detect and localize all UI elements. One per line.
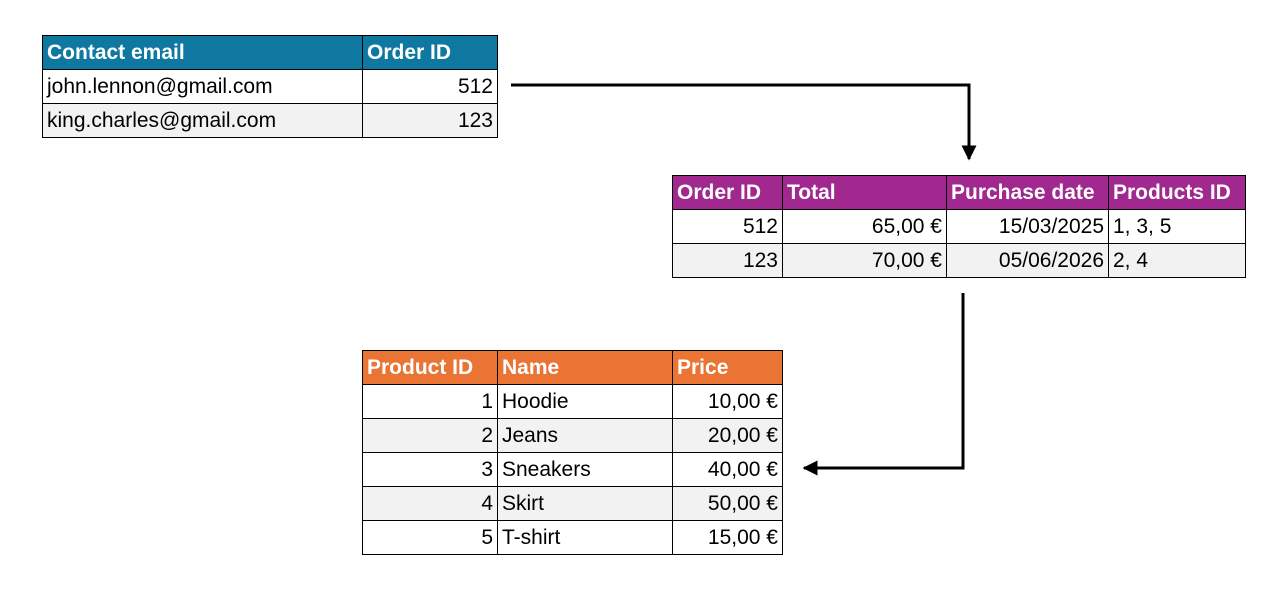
- contacts-header-email: Contact email: [42, 35, 363, 70]
- orders-header-products-id: Products ID: [1108, 175, 1246, 210]
- orders-header-purchase-date: Purchase date: [946, 175, 1109, 210]
- product-price-cell: 15,00 €: [672, 520, 783, 555]
- product-name-cell: T-shirt: [497, 520, 673, 555]
- contact-email-cell: king.charles@gmail.com: [42, 103, 363, 138]
- order-date-cell: 05/06/2026: [946, 243, 1109, 278]
- products-header-price: Price: [672, 350, 783, 385]
- table-row: king.charles@gmail.com 123: [42, 103, 498, 138]
- product-price-cell: 20,00 €: [672, 418, 783, 453]
- table-row: 4 Skirt 50,00 €: [362, 486, 783, 521]
- product-name-cell: Jeans: [497, 418, 673, 453]
- order-total-cell: 65,00 €: [782, 209, 947, 244]
- arrow-contacts-to-orders: [511, 83, 977, 161]
- products-table: Product ID Name Price 1 Hoodie 10,00 € 2…: [362, 350, 783, 555]
- contact-email-cell: john.lennon@gmail.com: [42, 69, 363, 104]
- orders-header-order-id: Order ID: [672, 175, 783, 210]
- contacts-header-order-id: Order ID: [362, 35, 498, 70]
- orders-table: Order ID Total Purchase date Products ID…: [672, 175, 1246, 278]
- table-row: 512 65,00 € 15/03/2025 1, 3, 5: [672, 209, 1246, 244]
- orders-header-row: Order ID Total Purchase date Products ID: [672, 175, 1246, 210]
- order-products-cell: 2, 4: [1108, 243, 1246, 278]
- contacts-table: Contact email Order ID john.lennon@gmail…: [42, 35, 498, 138]
- product-price-cell: 10,00 €: [672, 384, 783, 419]
- products-header-name: Name: [497, 350, 673, 385]
- table-row: 3 Sneakers 40,00 €: [362, 452, 783, 487]
- order-id-cell: 123: [672, 243, 783, 278]
- contacts-header-row: Contact email Order ID: [42, 35, 498, 70]
- product-name-cell: Skirt: [497, 486, 673, 521]
- table-row: 2 Jeans 20,00 €: [362, 418, 783, 453]
- table-row: 5 T-shirt 15,00 €: [362, 520, 783, 555]
- order-id-cell: 512: [672, 209, 783, 244]
- product-id-cell: 2: [362, 418, 498, 453]
- order-date-cell: 15/03/2025: [946, 209, 1109, 244]
- orders-header-total: Total: [782, 175, 947, 210]
- contact-order-id-cell: 123: [362, 103, 498, 138]
- table-row: 123 70,00 € 05/06/2026 2, 4: [672, 243, 1246, 278]
- product-name-cell: Hoodie: [497, 384, 673, 419]
- product-id-cell: 1: [362, 384, 498, 419]
- contact-order-id-cell: 512: [362, 69, 498, 104]
- product-id-cell: 4: [362, 486, 498, 521]
- table-row: 1 Hoodie 10,00 €: [362, 384, 783, 419]
- product-price-cell: 40,00 €: [672, 452, 783, 487]
- product-name-cell: Sneakers: [497, 452, 673, 487]
- order-total-cell: 70,00 €: [782, 243, 947, 278]
- table-row: john.lennon@gmail.com 512: [42, 69, 498, 104]
- arrow-orders-to-products: [802, 293, 965, 476]
